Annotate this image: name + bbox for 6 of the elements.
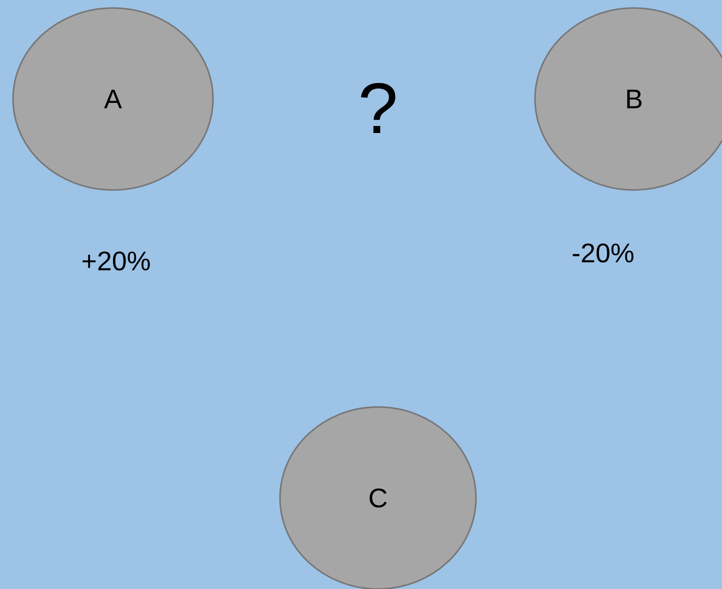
ellipse-node: C [279,406,477,589]
ellipse-node: A [12,7,214,191]
ellipse-node: B [534,7,722,191]
percentage-label: -20% [572,243,634,263]
question-mark: ? [361,82,396,134]
percentage-label: +20% [82,251,150,271]
